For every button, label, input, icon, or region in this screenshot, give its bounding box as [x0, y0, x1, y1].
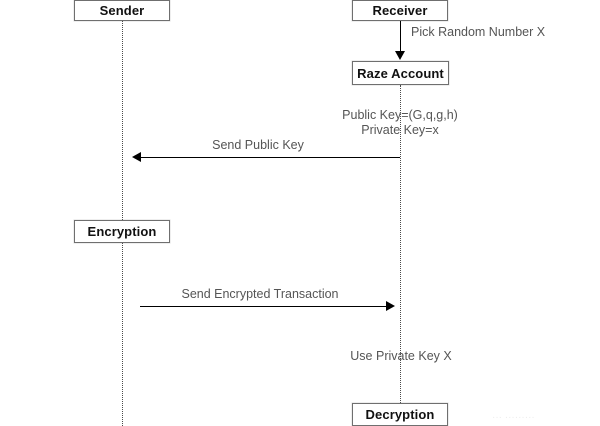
watermark-text: ··· ·········	[492, 412, 535, 423]
lifeline-sender-upper	[122, 21, 123, 220]
lifeline-sender-lower	[122, 243, 123, 426]
lifeline-receiver-upper	[400, 85, 401, 403]
node-sender-label: Sender	[99, 3, 145, 18]
node-receiver[interactable]: Receiver	[352, 0, 448, 21]
label-pick-random-number: Pick Random Number X	[411, 25, 546, 39]
connector-receiver-to-raze-account	[400, 21, 401, 54]
label-send-encrypted-transaction: Send Encrypted Transaction	[181, 287, 339, 301]
arrowhead-send-encrypted-transaction	[386, 301, 395, 311]
message-line-send-encrypted-transaction	[140, 306, 386, 307]
node-receiver-label: Receiver	[372, 3, 428, 18]
node-raze-account-label: Raze Account	[357, 65, 444, 81]
message-line-send-public-key	[140, 157, 400, 158]
arrowhead-receiver-to-raze-account	[395, 51, 405, 60]
label-public-key: Public Key=(G,q,g,h)	[342, 108, 458, 122]
node-decryption-label: Decryption	[365, 407, 435, 422]
arrowhead-send-public-key	[132, 152, 141, 162]
label-use-private-key: Use Private Key X	[350, 349, 452, 363]
label-private-key: Private Key=x	[361, 123, 439, 137]
label-send-public-key: Send Public Key	[212, 138, 304, 152]
node-encryption[interactable]: Encryption	[74, 220, 170, 243]
node-encryption-label: Encryption	[87, 224, 157, 239]
node-decryption[interactable]: Decryption	[352, 403, 448, 426]
node-sender[interactable]: Sender	[74, 0, 170, 21]
node-raze-account[interactable]: Raze Account	[352, 61, 449, 85]
